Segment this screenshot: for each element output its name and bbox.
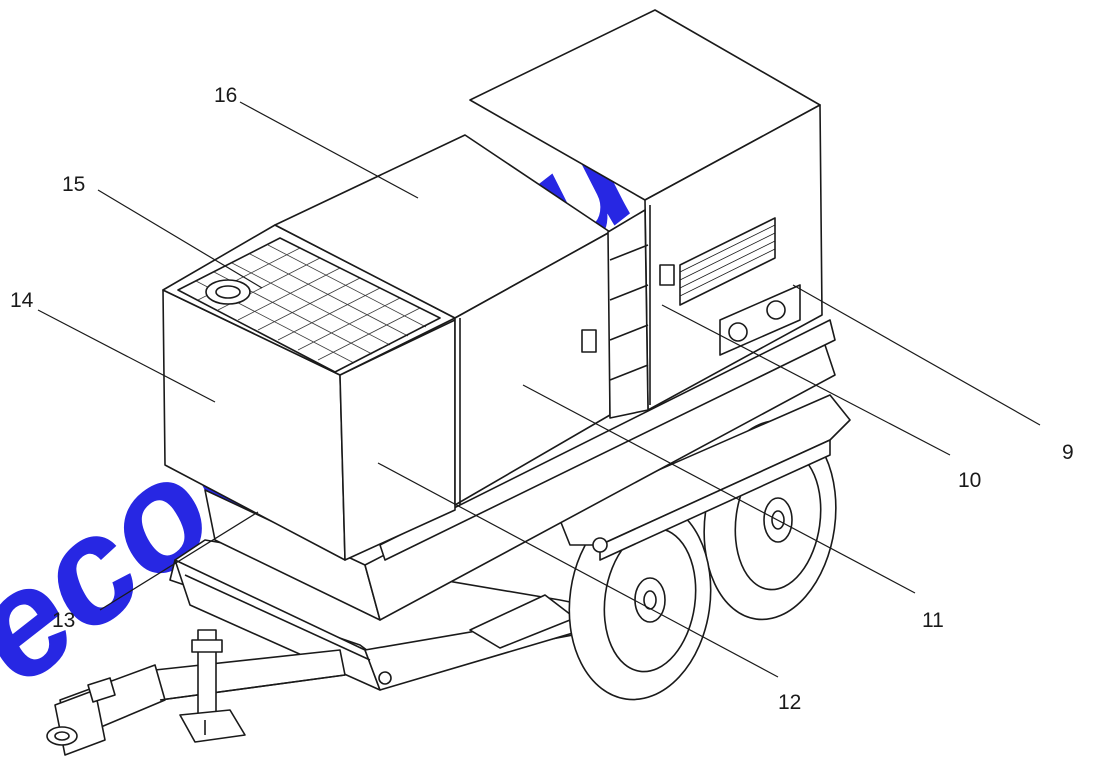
callout-15: 15 bbox=[62, 173, 86, 196]
leader-9 bbox=[792, 284, 1041, 426]
tow-tongue bbox=[46, 649, 346, 756]
callout-12: 12 bbox=[778, 691, 802, 714]
leader-15 bbox=[97, 189, 263, 289]
leader-16 bbox=[239, 101, 419, 199]
leader-10 bbox=[661, 304, 951, 456]
coupler-ball bbox=[378, 537, 608, 685]
callout-13: 13 bbox=[52, 609, 76, 632]
callout-14: 14 bbox=[10, 289, 34, 312]
fuel-tank-base bbox=[204, 319, 836, 621]
control-panel-louver bbox=[659, 217, 776, 306]
leader-13 bbox=[99, 511, 259, 611]
callout-10: 10 bbox=[958, 469, 982, 492]
leader-11 bbox=[522, 384, 916, 594]
jack-stand bbox=[179, 629, 246, 743]
leader-lines bbox=[37, 101, 1041, 678]
leader-14 bbox=[37, 309, 216, 403]
output-receptacles bbox=[719, 284, 801, 356]
callout-9: 9 bbox=[1062, 441, 1074, 464]
callout-11: 11 bbox=[922, 609, 944, 632]
leader-12 bbox=[377, 462, 779, 678]
callout-16: 16 bbox=[214, 84, 238, 107]
middle-enclosure bbox=[274, 134, 611, 506]
